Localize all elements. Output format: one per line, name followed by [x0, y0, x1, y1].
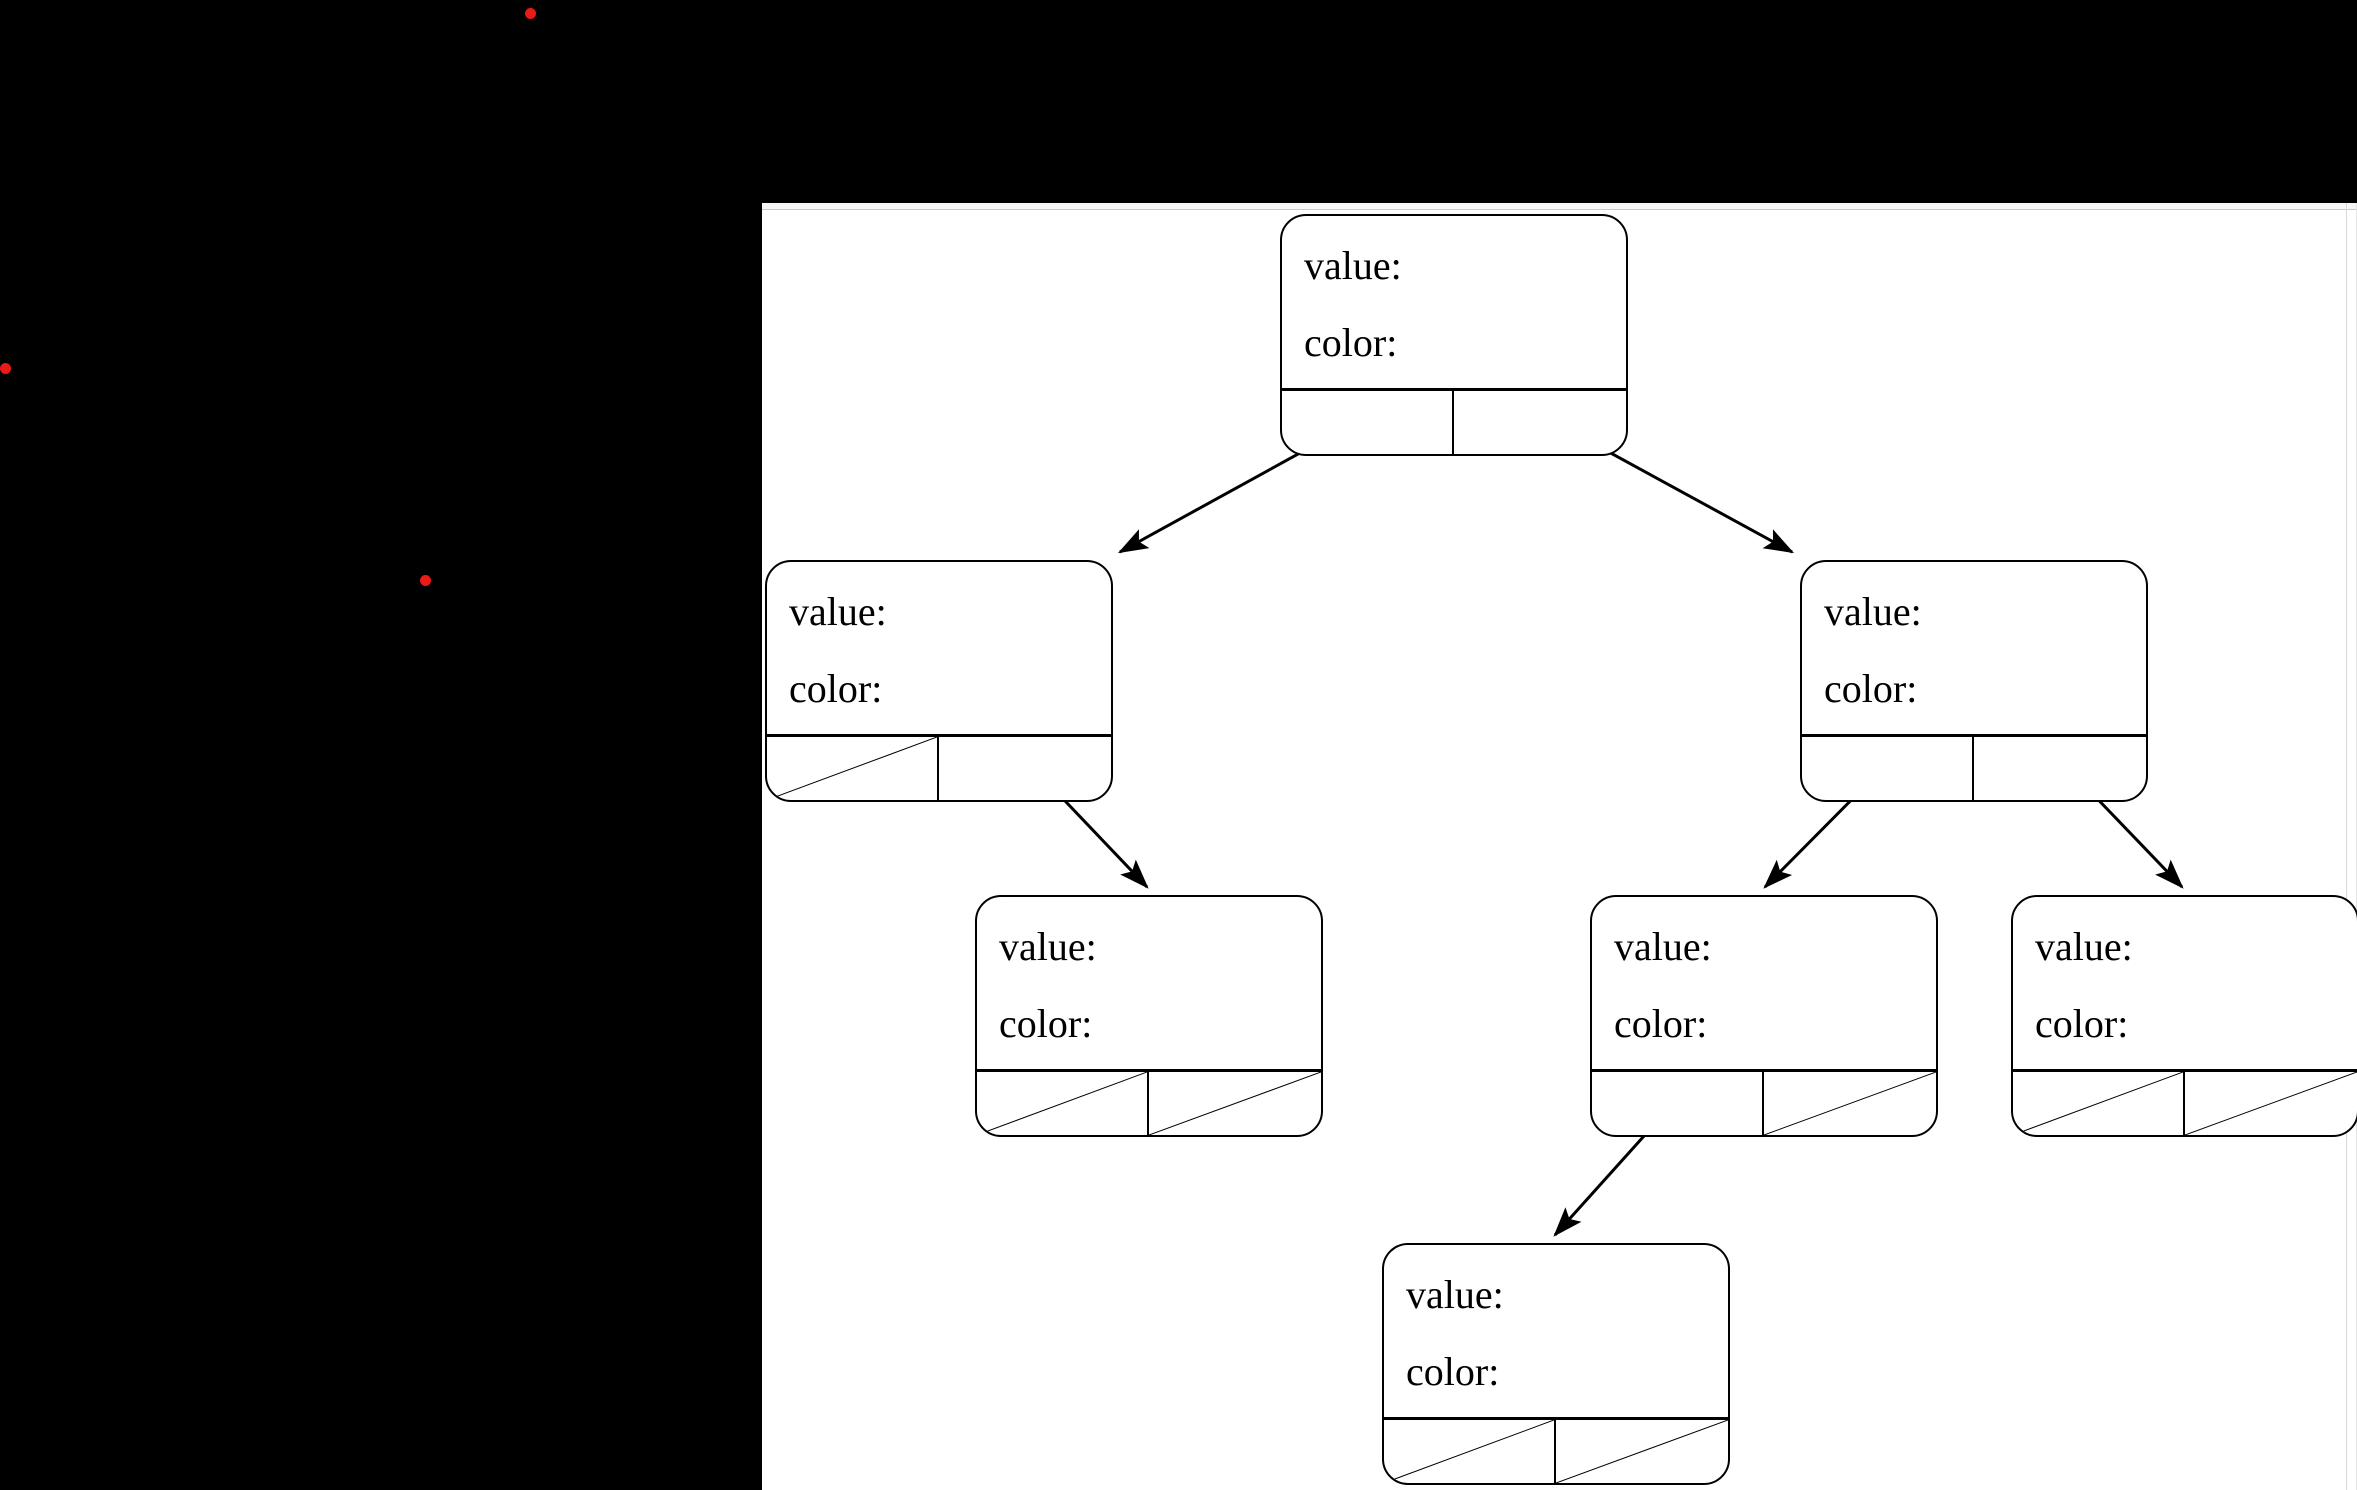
right-pointer-cell[interactable]: [939, 737, 1111, 800]
left-pointer-cell[interactable]: [1802, 737, 1974, 800]
node-color-label: color:: [789, 666, 883, 711]
node-value-label: value:: [999, 924, 1097, 969]
left-pointer-cell-null[interactable]: [767, 737, 939, 800]
vertical-scrollbar-track[interactable]: [2346, 203, 2347, 1490]
tree-node-right-child[interactable]: value: color:: [1800, 560, 2148, 802]
null-pointer-icon: [1556, 1420, 1728, 1483]
node-value-label: value:: [1824, 589, 1922, 634]
null-pointer-icon: [2185, 1072, 2357, 1135]
null-pointer-icon: [2013, 1072, 2183, 1135]
node-pointer-row: [2013, 1069, 2357, 1135]
node-value-label: value:: [1614, 924, 1712, 969]
null-pointer-icon: [767, 737, 937, 800]
node-color-label: color:: [1824, 666, 1918, 711]
null-pointer-icon: [1149, 1072, 1321, 1135]
right-pointer-cell-null[interactable]: [2185, 1072, 2357, 1135]
right-pointer-cell-null[interactable]: [1149, 1072, 1321, 1135]
tree-node-leaf-d[interactable]: value: color:: [1382, 1243, 1730, 1485]
node-color-label: color:: [1406, 1349, 1500, 1394]
tree-node-left-child[interactable]: value: color:: [765, 560, 1113, 802]
node-field-group: value: color:: [1384, 1245, 1728, 1421]
node-pointer-row: [767, 734, 1111, 800]
node-field-group: value: color:: [767, 562, 1111, 738]
node-pointer-row: [1802, 734, 2146, 800]
left-pointer-cell-null[interactable]: [977, 1072, 1149, 1135]
right-pointer-cell-null[interactable]: [1764, 1072, 1936, 1135]
node-color-label: color:: [2035, 1001, 2129, 1046]
node-value-label: value:: [1304, 243, 1402, 288]
tree-node-leaf-c[interactable]: value: color:: [2011, 895, 2357, 1137]
node-color-label: color:: [999, 1001, 1093, 1046]
left-pointer-cell[interactable]: [1282, 391, 1454, 454]
diagram-viewport[interactable]: value: color: value: color:: [762, 203, 2357, 1490]
node-value-label: value:: [1406, 1272, 1504, 1317]
left-pointer-cell[interactable]: [1592, 1072, 1764, 1135]
cursor-dot-1: [525, 8, 536, 19]
null-pointer-icon: [1764, 1072, 1936, 1135]
node-pointer-row: [1384, 1417, 1728, 1483]
node-value-label: value:: [2035, 924, 2133, 969]
node-field-group: value: color:: [1592, 897, 1936, 1073]
node-value-label: value:: [789, 589, 887, 634]
left-pointer-cell-null[interactable]: [2013, 1072, 2185, 1135]
node-pointer-row: [977, 1069, 1321, 1135]
node-field-group: value: color:: [977, 897, 1321, 1073]
node-color-label: color:: [1614, 1001, 1708, 1046]
node-pointer-row: [1282, 388, 1626, 454]
cursor-dot-3: [420, 575, 431, 586]
panel-top-edge: [762, 203, 2357, 210]
right-pointer-cell[interactable]: [1974, 737, 2146, 800]
tree-node-leaf-a[interactable]: value: color:: [975, 895, 1323, 1137]
null-pointer-icon: [1384, 1420, 1554, 1483]
node-field-group: value: color:: [1282, 216, 1626, 392]
tree-node-root[interactable]: value: color:: [1280, 214, 1628, 456]
node-pointer-row: [1592, 1069, 1936, 1135]
left-pointer-cell-null[interactable]: [1384, 1420, 1556, 1483]
node-color-label: color:: [1304, 320, 1398, 365]
right-pointer-cell[interactable]: [1454, 391, 1626, 454]
tree-node-leaf-b[interactable]: value: color:: [1590, 895, 1938, 1137]
cursor-dot-2: [0, 363, 11, 374]
node-field-group: value: color:: [2013, 897, 2357, 1073]
node-field-group: value: color:: [1802, 562, 2146, 738]
right-pointer-cell-null[interactable]: [1556, 1420, 1728, 1483]
null-pointer-icon: [977, 1072, 1147, 1135]
